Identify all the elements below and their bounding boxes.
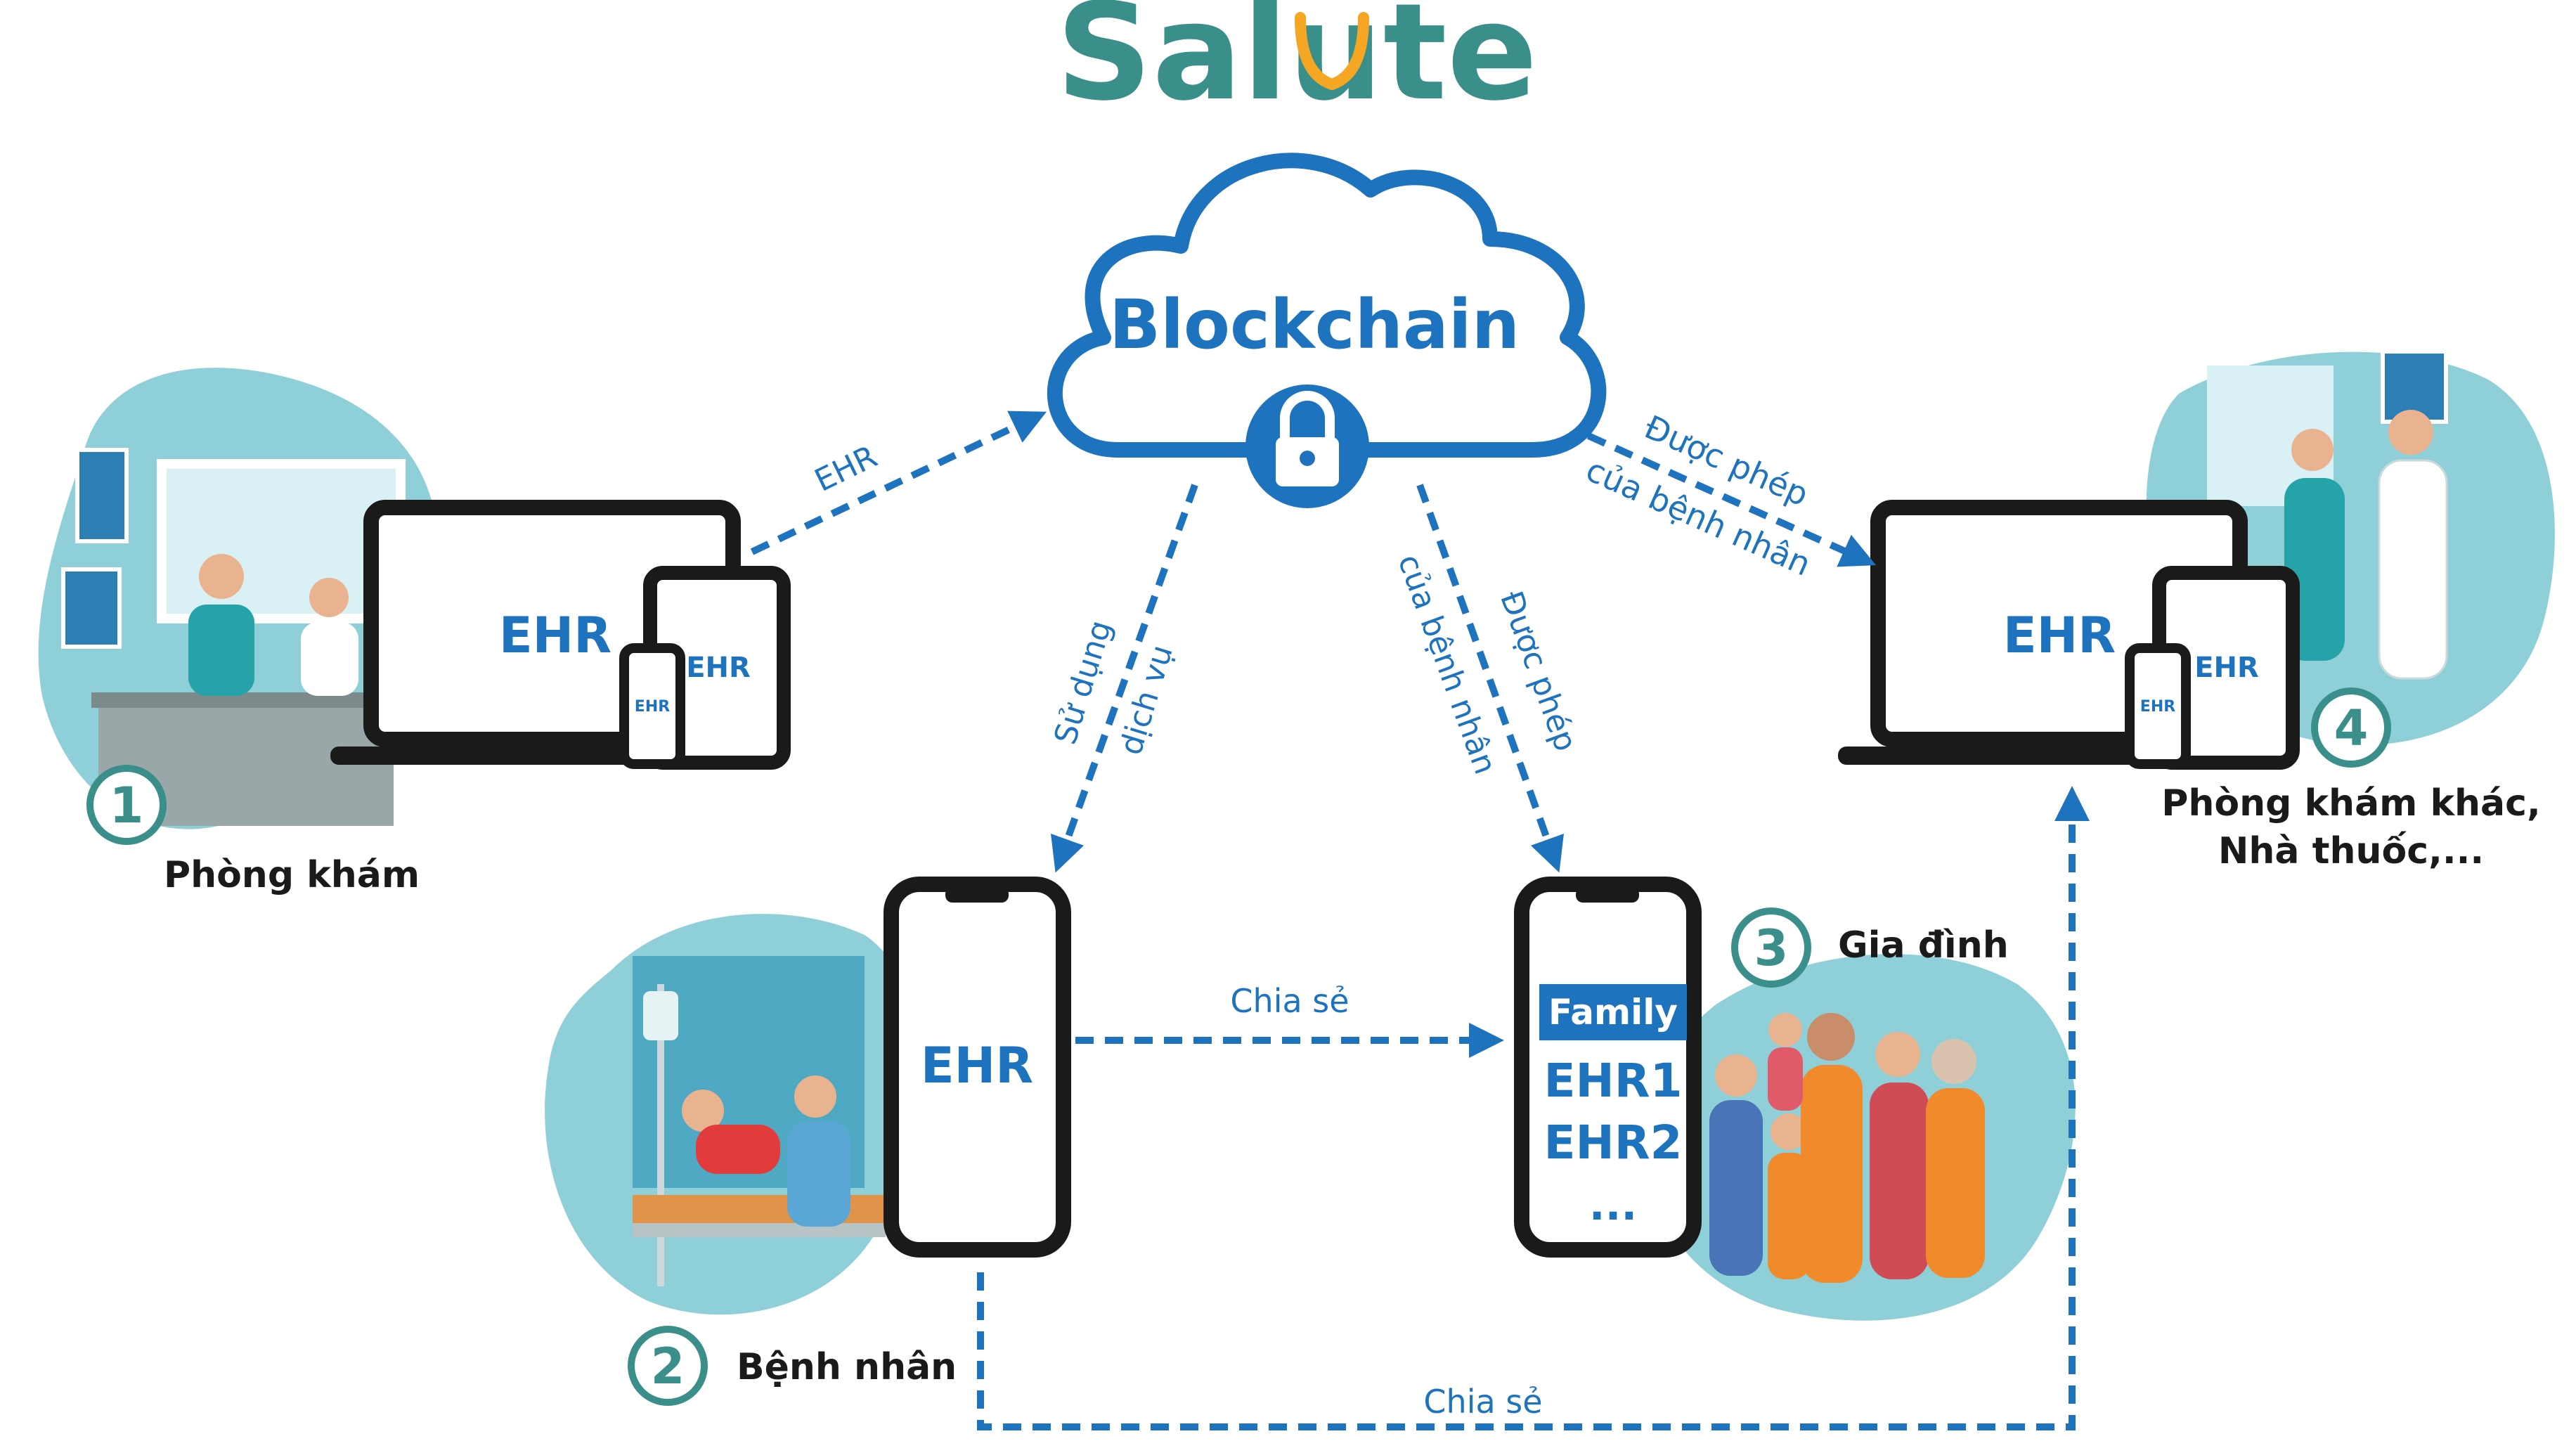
- clinic-tablet-ehr: EHR: [686, 652, 751, 684]
- badge-1-number: 1: [110, 777, 144, 834]
- doctor-figure: [2378, 410, 2448, 680]
- badge-4-number: 4: [2334, 699, 2369, 757]
- phone: [2125, 643, 2191, 769]
- xray-frame: [75, 448, 129, 543]
- clinic-devices: EHR EHR EHR: [330, 500, 791, 770]
- reception-desk-top: [91, 692, 401, 708]
- patient-label: Bệnh nhân: [737, 1346, 957, 1388]
- label-clinic-to-cloud: EHR: [809, 439, 883, 499]
- clinic-label: Phòng khám: [164, 854, 420, 896]
- phone-notch: [1576, 887, 1639, 903]
- phone-notch: [945, 887, 1009, 903]
- doctor-figure: [188, 554, 254, 696]
- badge-4: 4: [2311, 687, 2391, 768]
- clinic-phone-ehr: EHR: [635, 698, 670, 716]
- other-tablet-ehr: EHR: [2194, 652, 2259, 684]
- xray-frame: [2381, 349, 2448, 424]
- bed-frame: [633, 1223, 886, 1237]
- family-item: EHR1: [1543, 1054, 1682, 1108]
- lock-icon: [1280, 391, 1335, 439]
- other-laptop-ehr: EHR: [2003, 607, 2116, 664]
- arrow-clinic-to-cloud: [750, 411, 1047, 555]
- label-cloud-to-family-1: Được phép: [1493, 587, 1584, 756]
- badge-2: 2: [628, 1326, 708, 1406]
- nurse-figure: [301, 578, 358, 696]
- arrow-cloud-to-patient: [1051, 484, 1198, 873]
- family-item: EHR2: [1543, 1116, 1682, 1170]
- patient-head: [682, 1090, 724, 1132]
- family-phone: Family EHR1 EHR2 ...: [1514, 877, 1702, 1258]
- phone: [619, 643, 685, 769]
- badge-3-number: 3: [1754, 919, 1789, 977]
- patient-phone: EHR: [884, 877, 1071, 1258]
- family-person: [1801, 1013, 1863, 1283]
- blockchain-cloud: Blockchain: [1047, 153, 1607, 508]
- badge-1: 1: [86, 765, 167, 845]
- clinic-window: [157, 459, 406, 623]
- phone-frame: [1514, 877, 1702, 1258]
- arrow-cloud-to-other: [1586, 432, 1877, 567]
- cloud-label: Blockchain: [1109, 285, 1520, 364]
- label-patient-to-other: Chia sẻ: [1423, 1383, 1542, 1421]
- arrow-patient-to-other: [977, 786, 2090, 1430]
- family-scene: [1709, 1013, 1985, 1283]
- cloud-shape: [1047, 153, 1607, 458]
- nurse-head: [794, 1075, 836, 1118]
- badge-2-number: 2: [651, 1338, 685, 1395]
- patient-body: [696, 1125, 780, 1174]
- family-item: ...: [1589, 1181, 1637, 1230]
- other-clinic-devices: EHR EHR EHR: [1838, 500, 2300, 770]
- label-patient-to-family: Chia sẻ: [1230, 982, 1349, 1020]
- arrow-cloud-to-family: [1416, 484, 1564, 873]
- family-label: Gia đình: [1838, 924, 2009, 967]
- other-label-line1: Phòng khám khác,: [2161, 782, 2540, 825]
- family-person: [1709, 1054, 1763, 1276]
- family-header-bg: [1539, 984, 1687, 1040]
- badge-3: 3: [1731, 907, 1811, 988]
- other-phone-ehr: EHR: [2140, 698, 2175, 716]
- label-cloud-to-patient-2: dịch vụ: [1113, 641, 1180, 759]
- patient-scene: [633, 956, 886, 1286]
- keyhole: [1300, 451, 1315, 466]
- xray-frame: [61, 567, 122, 649]
- family-person: [1768, 1013, 1803, 1111]
- label-cloud-to-patient-1: Sử dụng: [1047, 616, 1119, 749]
- family-person: [1870, 1032, 1929, 1279]
- clinic-laptop-ehr: EHR: [499, 607, 611, 664]
- other-label-line2: Nhà thuốc,...: [2218, 830, 2484, 872]
- stethoscope-icon: [1295, 12, 1369, 91]
- salute-logo: Salute: [1056, 0, 1537, 130]
- family-person: [1926, 1039, 1985, 1278]
- phone-frame: [884, 877, 1071, 1258]
- iv-bag: [643, 991, 678, 1040]
- arrows: [750, 411, 2090, 1430]
- nurse-body: [787, 1121, 850, 1227]
- family-person: [1768, 1113, 1810, 1279]
- family-header: Family: [1548, 992, 1678, 1033]
- patient-phone-ehr: EHR: [921, 1037, 1033, 1094]
